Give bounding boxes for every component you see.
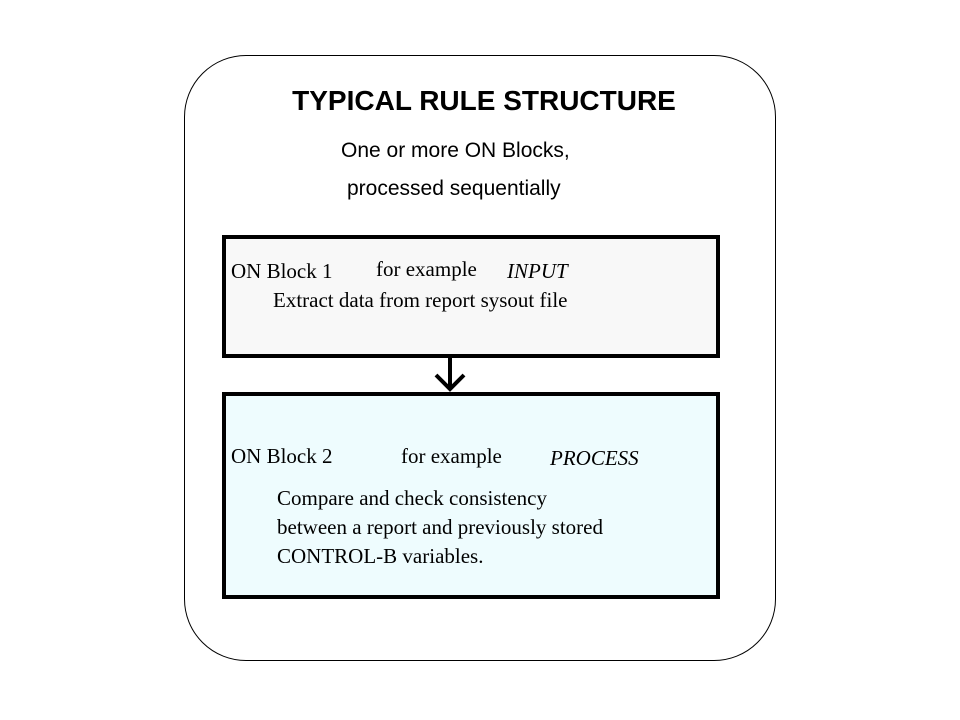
diagram-title: TYPICAL RULE STRUCTURE [292, 85, 676, 116]
down-arrow-icon [434, 357, 466, 392]
on-block-2-example-value: PROCESS [550, 446, 639, 470]
on-block-2-description-line-1: Compare and check consistency [277, 486, 547, 510]
subtitle-line-1: One or more ON Blocks, [341, 139, 570, 162]
on-block-1-example-value: INPUT [507, 259, 568, 283]
on-block-2-description-line-3: CONTROL-B variables. [277, 544, 484, 568]
on-block-1-description: Extract data from report sysout file [273, 288, 568, 312]
on-block-1 [222, 235, 720, 358]
on-block-1-heading: ON Block 1 [231, 259, 333, 283]
on-block-2 [222, 392, 720, 599]
on-block-2-example-label: for example [401, 444, 502, 468]
on-block-1-example-label: for example [376, 257, 477, 281]
subtitle-line-2: processed sequentially [347, 177, 561, 200]
on-block-2-description-line-2: between a report and previously stored [277, 515, 603, 539]
on-block-2-heading: ON Block 2 [231, 444, 333, 468]
